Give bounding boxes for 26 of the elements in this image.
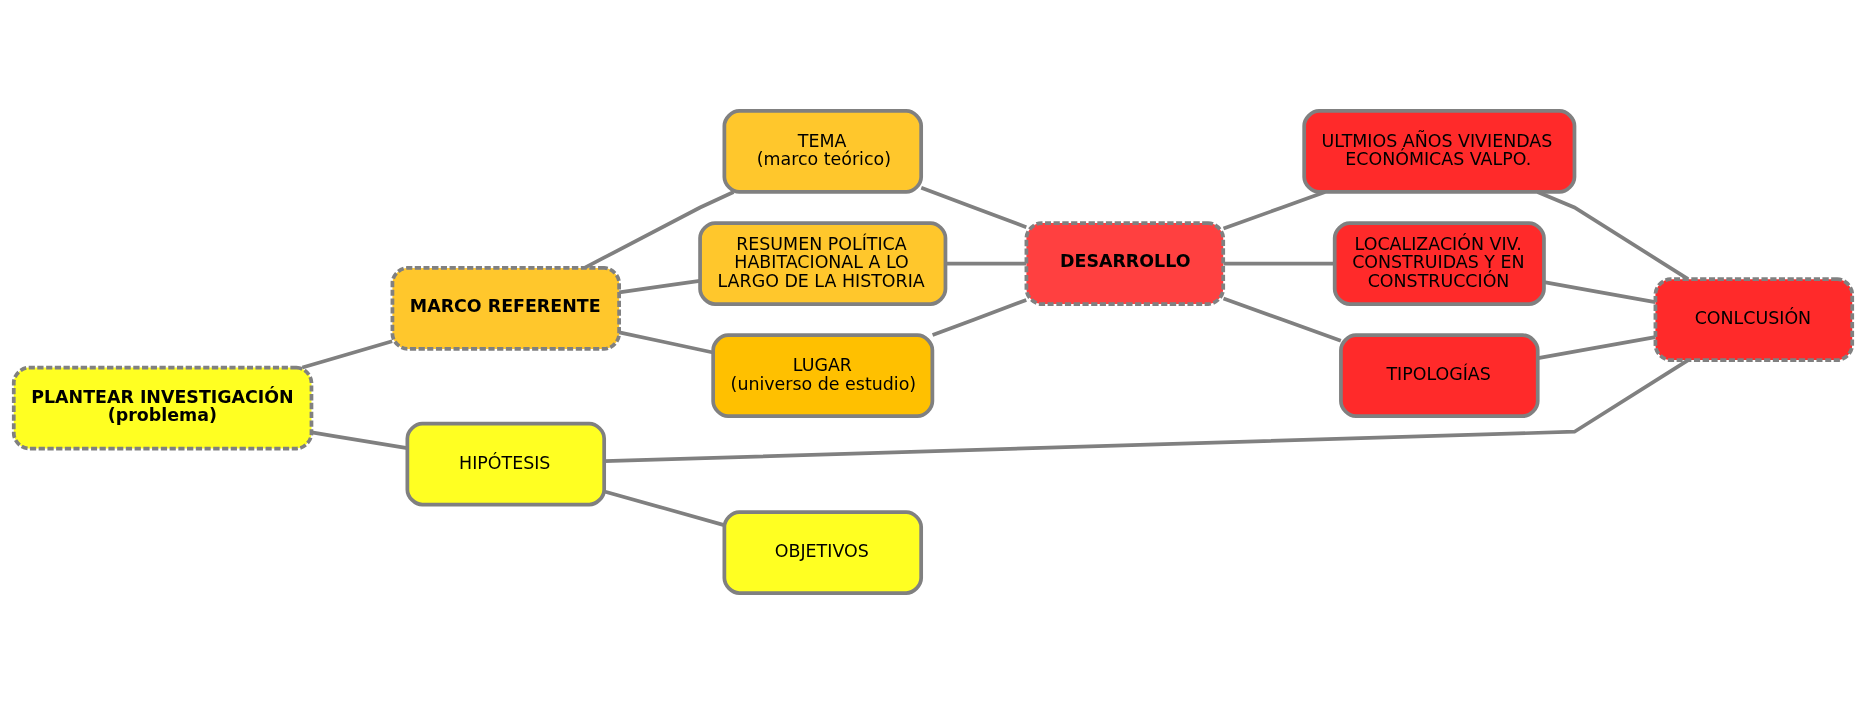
connector [603,489,725,527]
node-box: HIPÓTESIS [405,421,607,506]
node-box: MARCO REFERENTE [390,265,621,351]
node-box: OBJETIVOS [722,509,924,595]
connector [1222,296,1342,342]
node-box: CONLCUSIÓN [1653,276,1855,362]
node-box: LOCALIZACIÓN VIV. CONSTRUIDAS Y EN CONSTRUCCIÓN [1332,220,1546,306]
connector [618,330,714,354]
connector [301,339,393,369]
connector [945,261,1027,265]
node-box: PLANTEAR INVESTIGACIÓN (problema) [11,365,314,450]
node-box: TEMA (marco teórico) [722,108,924,194]
connector [920,185,1027,229]
connector [1543,279,1656,304]
connector [604,358,1689,463]
node-box: RESUMEN POLÍTICA HABITACIONAL A LO LARGO DE LA HISTORIA [698,220,948,306]
connector [618,278,700,294]
connector [1537,334,1656,360]
node-box: ULTMIOS AÑOS VIVIENDAS ECONÓMICAS VALPO. [1302,108,1577,194]
connector [1223,261,1335,265]
node-box: LUGAR (universo de estudio) [711,332,935,418]
connector [311,430,408,450]
node-box: DESARROLLO [1024,220,1226,306]
node-box: TIPOLOGÍAS [1339,332,1540,418]
connector [584,189,735,269]
connector [931,297,1027,337]
